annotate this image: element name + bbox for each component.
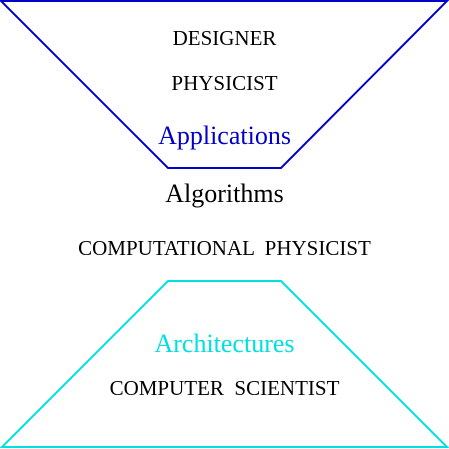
applications-trapezoid (0, 0, 449, 169)
applications-label: Applications (158, 121, 291, 150)
architectures-label: Architectures (154, 329, 295, 358)
algorithms-label: Algorithms (165, 179, 284, 208)
physicist-label: PHYSICIST (171, 71, 278, 95)
computer-scientist-label: COMPUTER SCIENTIST (109, 376, 340, 400)
architectures-trapezoid (0, 280, 449, 448)
computational-physicist-label: COMPUTATIONAL PHYSICIST (78, 236, 371, 260)
designer-label: DESIGNER (172, 26, 277, 50)
